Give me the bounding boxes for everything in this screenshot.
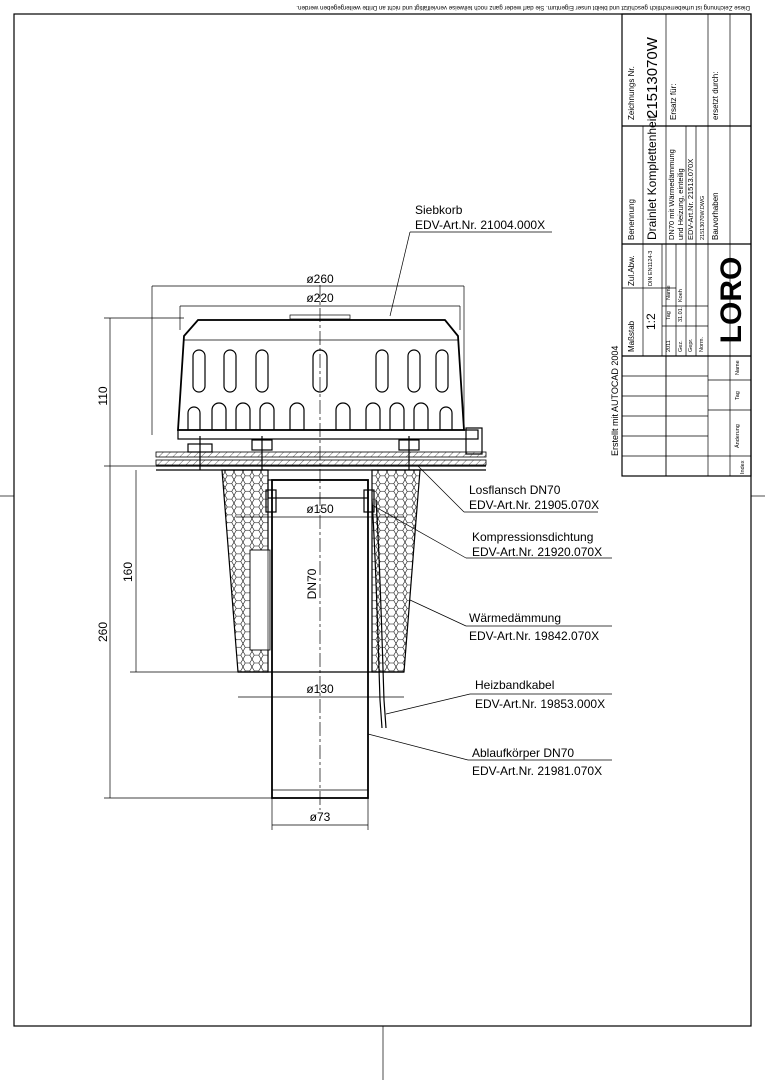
created-with-note: Erstellt mit AUTOCAD 2004 bbox=[610, 346, 620, 456]
desc-line-2: und Heizung, einteilig bbox=[676, 168, 685, 240]
dwg-file: 21513070W.DWG bbox=[700, 196, 706, 240]
dim-h260: 260 bbox=[96, 622, 110, 642]
massstab-label: Maßstab bbox=[627, 320, 636, 352]
callout-waermedaemmung-art: EDV-Art.Nr. 19842.070X bbox=[469, 629, 599, 643]
heizbandkabel-cable bbox=[371, 499, 387, 729]
dim-d220: ø220 bbox=[306, 291, 334, 305]
tag-col-label: Tag bbox=[735, 391, 741, 400]
callout-ablaufkoerper: Ablaufkörper DN70 EDV-Art.Nr. 21981.070X bbox=[367, 733, 612, 778]
siebkorb-strainer bbox=[177, 314, 465, 431]
ablaufkoerper-drain-body bbox=[265, 479, 375, 799]
dim-d150: ø150 bbox=[306, 502, 334, 516]
callout-siebkorb-art: EDV-Art.Nr. 21004.000X bbox=[415, 218, 545, 232]
gez-name: Koeh bbox=[678, 289, 684, 302]
dim-h160: 160 bbox=[121, 562, 135, 582]
dim-d130: ø130 bbox=[306, 682, 334, 696]
gez-label: Gez. bbox=[678, 340, 684, 352]
copyright-notice: Diese Zeichnung ist urheberrechtlich ges… bbox=[296, 4, 750, 11]
callout-kompressionsdichtung-art: EDV-Art.Nr. 21920.070X bbox=[472, 545, 602, 559]
callout-ablaufkoerper-name: Ablaufkörper DN70 bbox=[472, 746, 574, 760]
strainer-lower-slots bbox=[187, 402, 453, 430]
waermedaemmung-insulation bbox=[221, 469, 421, 673]
callout-losflansch-name: Losflansch DN70 bbox=[469, 483, 561, 497]
gepr-label: Gepr. bbox=[688, 338, 694, 352]
zul-abw-label: Zul.Abw. bbox=[627, 255, 636, 286]
tag-label: Tag bbox=[666, 311, 672, 320]
callout-waermedaemmung: Wärmedämmung EDV-Art.Nr. 19842.070X bbox=[409, 599, 612, 643]
callout-siebkorb-name: Siebkorb bbox=[415, 203, 463, 217]
callout-heizbandkabel-art: EDV-Art.Nr. 19853.000X bbox=[475, 697, 605, 711]
callout-heizbandkabel-name: Heizbandkabel bbox=[475, 678, 554, 692]
name-label: Name bbox=[666, 285, 672, 300]
norm-label: Norm. bbox=[699, 337, 705, 352]
losflansch-flange bbox=[155, 427, 487, 471]
massstab-value: 1:2 bbox=[644, 313, 658, 330]
bauvorhaben-label: Bauvorhaben bbox=[711, 192, 720, 240]
zeichnungs-nr: 21513070W bbox=[644, 36, 661, 118]
benennung-title: Drainlet Komplettenheit bbox=[645, 115, 659, 240]
callout-ablaufkoerper-art: EDV-Art.Nr. 21981.070X bbox=[472, 764, 602, 778]
dim-dn70: DN70 bbox=[305, 568, 319, 599]
name-col-label: Name bbox=[735, 360, 741, 375]
ersatz-fuer-label: Ersatz für: bbox=[669, 84, 678, 120]
ersetzt-durch-label: ersetzt durch: bbox=[711, 72, 720, 120]
benennung-label: Benennung bbox=[627, 199, 636, 240]
sheet-frame bbox=[0, 13, 765, 1080]
callout-losflansch-art: EDV-Art.Nr. 21905.070X bbox=[469, 498, 599, 512]
desc-line-1: DN70 mit Wärmedämmung bbox=[667, 149, 676, 240]
callout-kompressionsdichtung: Kompressionsdichtung EDV-Art.Nr. 21920.0… bbox=[371, 504, 612, 559]
dimension-lines: ø260 ø220 ø150 ø130 ø73 110 160 260 DN70 bbox=[96, 272, 465, 830]
strainer-slots bbox=[192, 349, 449, 393]
callout-heizbandkabel: Heizbandkabel EDV-Art.Nr. 19853.000X bbox=[385, 678, 612, 715]
dim-d73: ø73 bbox=[310, 810, 331, 824]
dim-h110: 110 bbox=[96, 386, 110, 405]
callout-kompressionsdichtung-name: Kompressionsdichtung bbox=[472, 530, 593, 544]
callout-losflansch: Losflansch DN70 EDV-Art.Nr. 21905.070X bbox=[417, 465, 599, 513]
loro-logo: LORO bbox=[715, 257, 748, 344]
gez-tag: 31.01. bbox=[678, 306, 684, 322]
callout-waermedaemmung-name: Wärmedämmung bbox=[469, 611, 561, 625]
aenderung-label: Änderung bbox=[734, 424, 741, 448]
dim-d260: ø260 bbox=[306, 272, 334, 286]
zul-abw-value: DIN EN1124-3 bbox=[648, 251, 654, 286]
title-block-texts: Zeichnungs Nr. 21513070W Ersatz für: ers… bbox=[627, 36, 748, 474]
index-label: Index bbox=[740, 460, 746, 474]
title-block bbox=[621, 13, 752, 477]
callout-siebkorb: Siebkorb EDV-Art.Nr. 21004.000X bbox=[389, 203, 552, 317]
zeichnungs-nr-label: Zeichnungs Nr. bbox=[627, 66, 636, 120]
desc-line-3: EDV-Art.Nr. 21513.070X bbox=[686, 159, 695, 240]
year: 2011 bbox=[666, 340, 672, 352]
